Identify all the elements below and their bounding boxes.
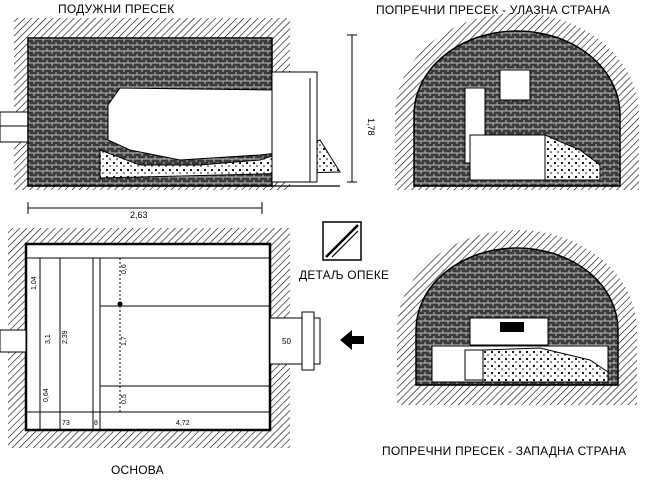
plan-right-mid-label: 1,7: [121, 336, 128, 346]
cross-section-entrance-drawing: [395, 13, 639, 190]
plan-right-top-label: 0,6: [121, 264, 128, 274]
entrance-arrow-icon: [340, 330, 364, 350]
height-dimension-label: 1,78: [366, 118, 376, 136]
brick-detail-drawing: [322, 221, 362, 261]
plan-title: ОСНОВА: [111, 463, 164, 477]
longitudinal-section-drawing: 1,78 2,63: [0, 18, 376, 220]
plan-bottom-left-label: 73: [62, 420, 70, 427]
plan-mid-segment-label: 2,39: [62, 330, 69, 344]
cross-section-entrance-title: ПОПРЕЧНИ ПРЕСЕК - УЛАЗНА СТРАНА: [376, 3, 611, 17]
brick-detail-label: ДЕТАЉ ОПЕКЕ: [299, 268, 390, 282]
cross-section-west-title: ПОПРЕЧНИ ПРЕСЕК - ЗАПАДНА СТРАНА: [382, 444, 627, 458]
plan-bottom-right-label: 4,72: [176, 420, 190, 427]
plan-total-width-label: 3,1: [45, 334, 52, 344]
entrance-width-label: 50: [282, 337, 291, 346]
entrance-passage-left: [0, 111, 31, 143]
plan-top-segment-label: 1,04: [31, 276, 38, 290]
length-dimension-label: 2,63: [130, 210, 148, 220]
plan-left-opening: [0, 329, 27, 353]
plan-right-bottom-label: 0,5: [121, 394, 128, 404]
longitudinal-section-title: ПОДУЖНИ ПРЕСЕК: [58, 2, 175, 16]
entrance-opening: [469, 134, 546, 181]
plan-outline: [24, 242, 272, 432]
cross-section-west-drawing: [397, 230, 637, 405]
plan-bottom-segment-label: 0,64: [43, 388, 50, 402]
plan-drawing: 50 1,04 3,1 2,39 0,64 0,6 1,7 0,5 73 8 4…: [0, 228, 321, 448]
plan-bottom-small-label: 8: [94, 420, 98, 427]
